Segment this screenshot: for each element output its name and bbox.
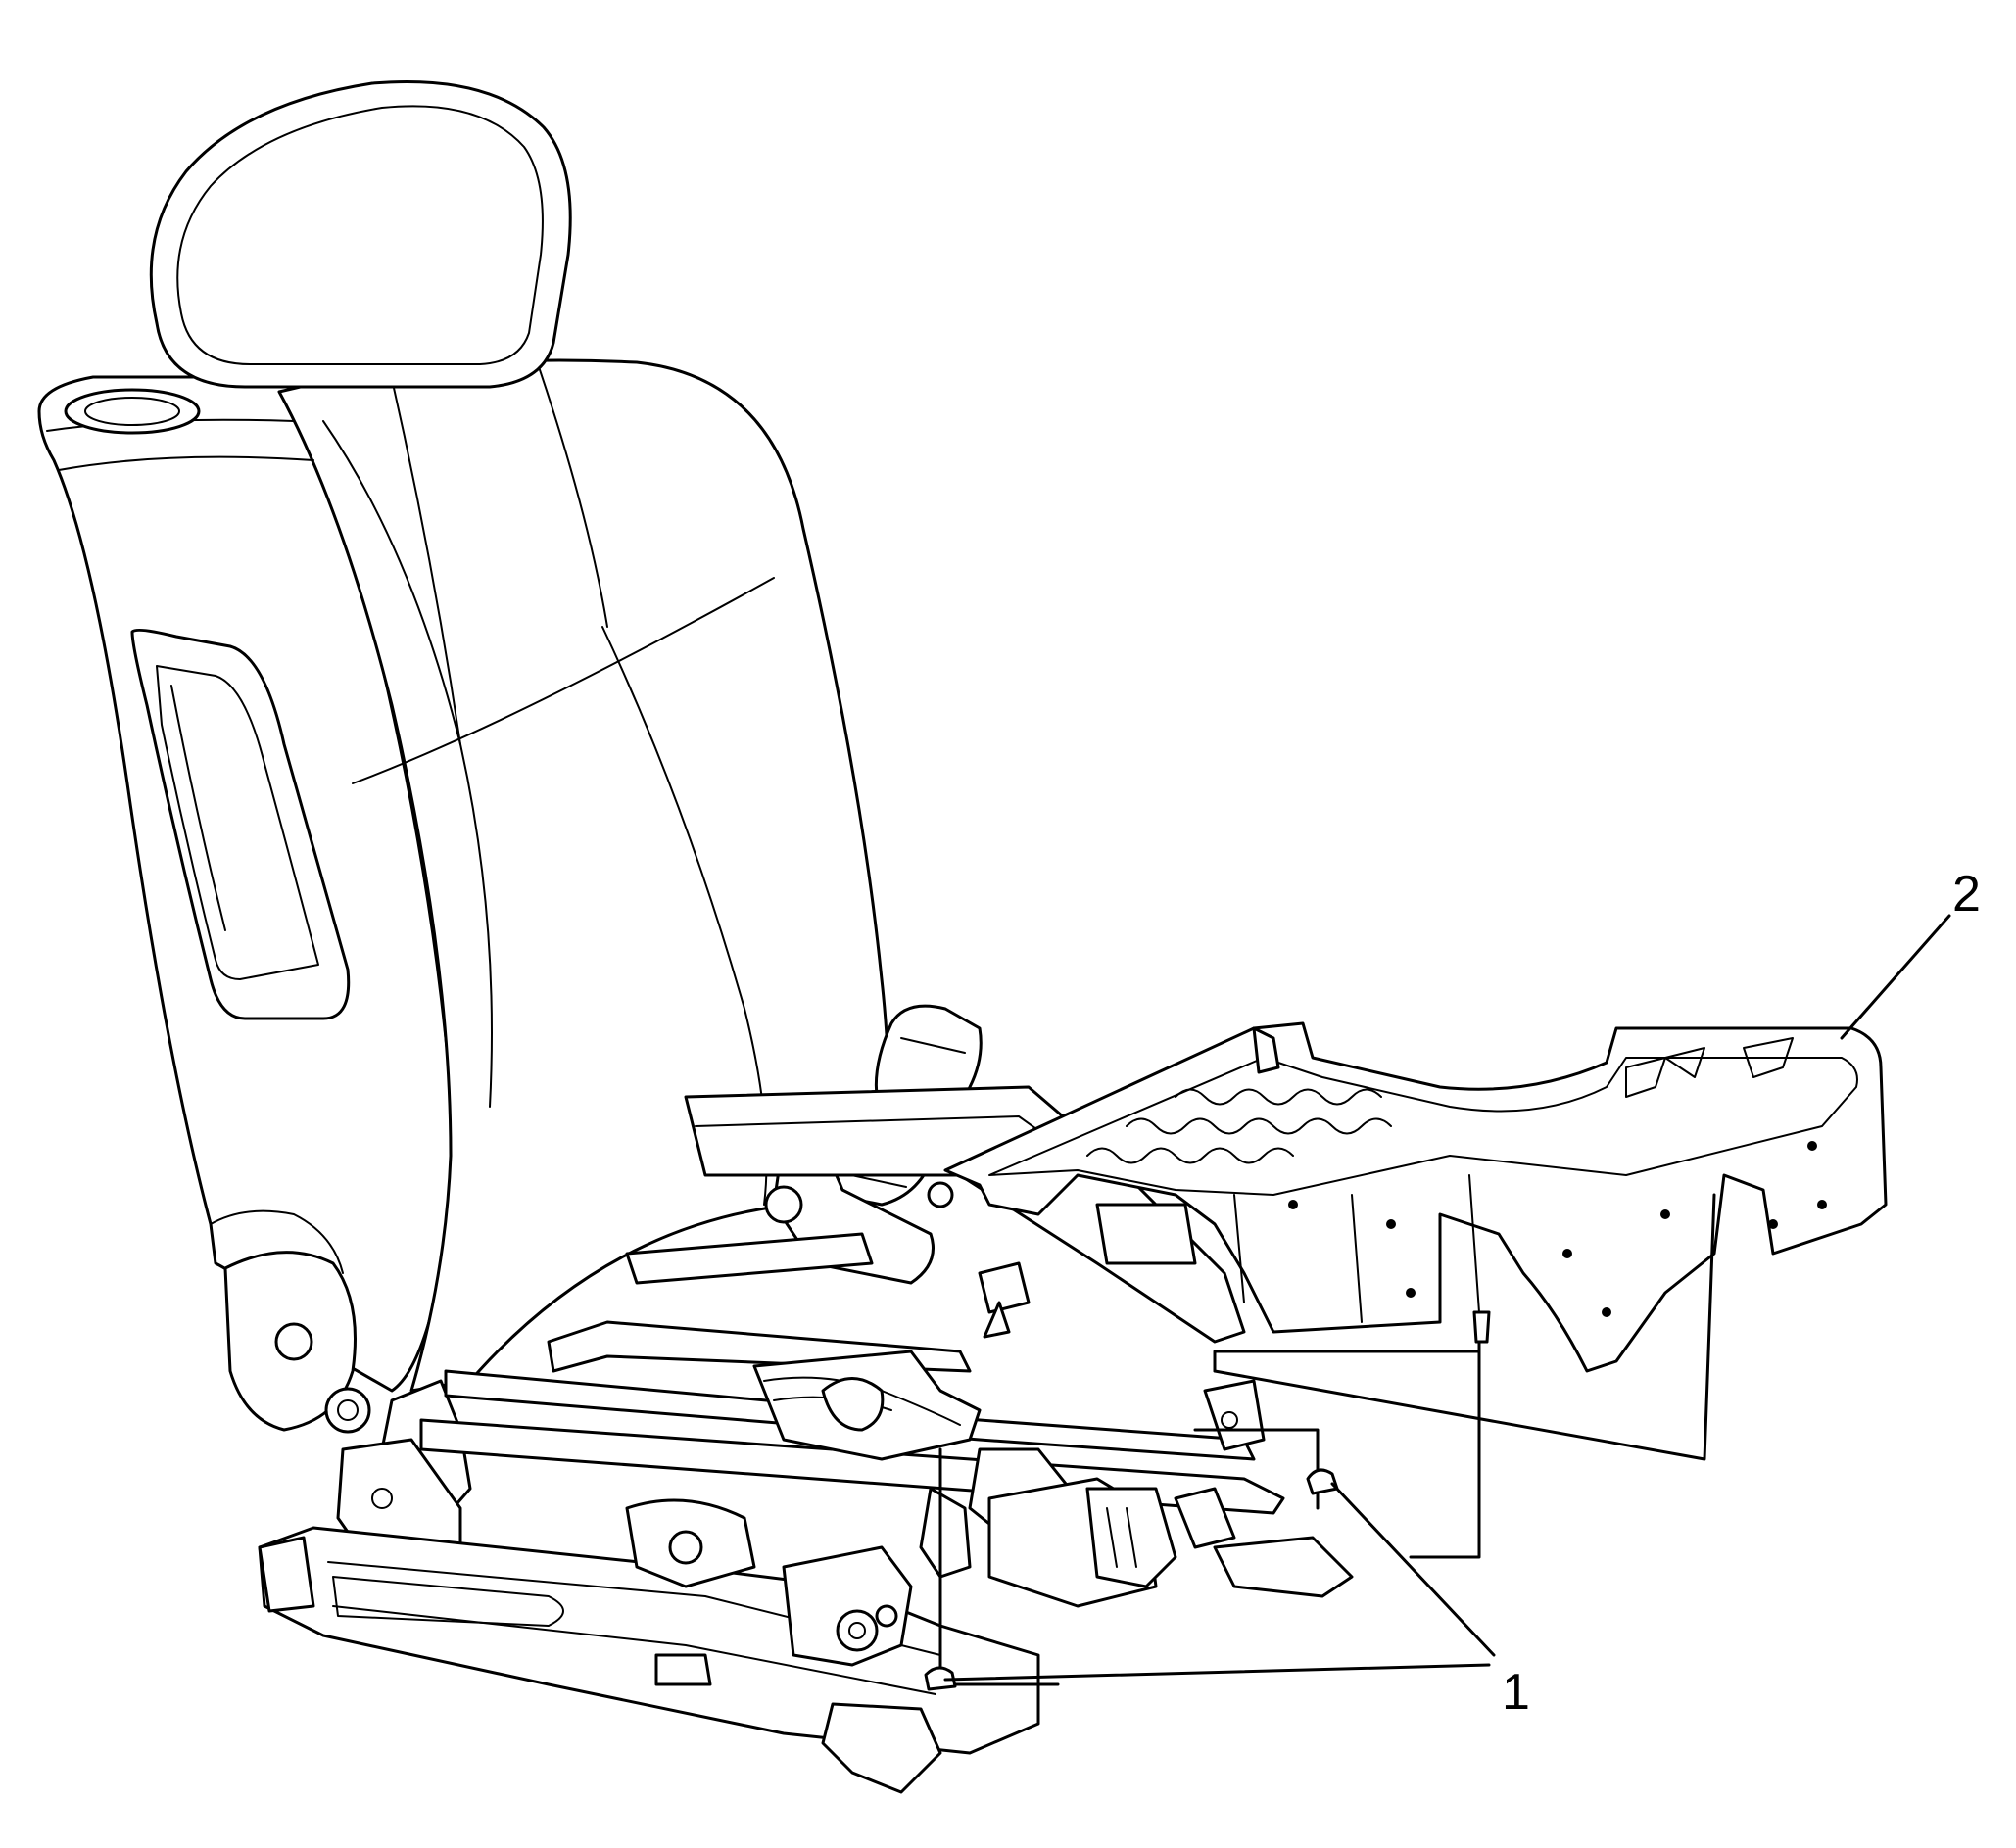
- headrest: [64, 79, 572, 435]
- callout-1: 1: [943, 1482, 1530, 1721]
- callout-2-label: 2: [1952, 866, 1981, 923]
- assembly-guide-lines: [924, 1193, 1716, 1691]
- callout-1-label: 1: [1502, 1664, 1530, 1721]
- seat-frame-adjuster: [223, 1085, 1354, 1794]
- seat-back: [37, 352, 890, 1393]
- callout-2: 2: [1840, 866, 1981, 1040]
- seat-cushion-frame: [943, 1021, 1888, 1373]
